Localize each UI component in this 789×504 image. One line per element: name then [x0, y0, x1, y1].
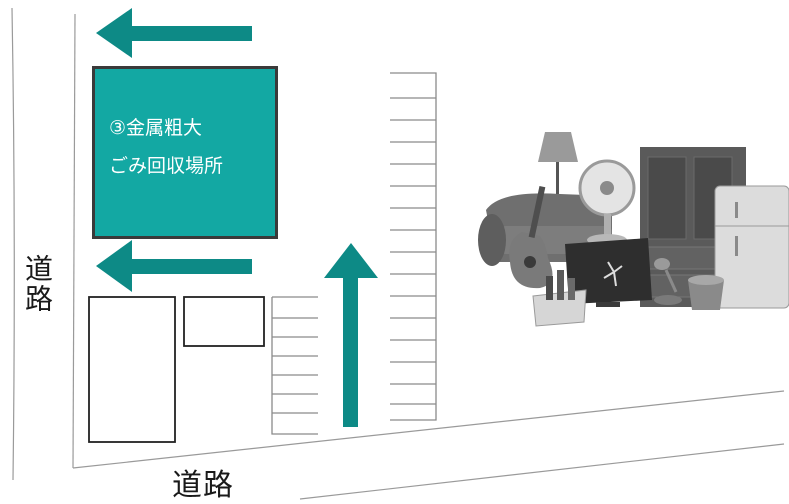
building-outline-large [88, 296, 176, 443]
bulky-waste-illustration [478, 132, 789, 327]
collection-site-label: ③金属粗大 ごみ回収場所 [109, 109, 223, 185]
bottom-road-edge-inner [72, 390, 785, 469]
arrow-left-top [96, 8, 252, 58]
collection-site-box [92, 66, 278, 239]
desk-lamp-icon [654, 258, 682, 305]
broken-tv-icon [565, 238, 652, 307]
collection-site-label-area: ③金属粗大 ごみ回収場所 [93, 67, 277, 238]
refrigerator-icon [714, 185, 789, 309]
rack-small [271, 296, 318, 435]
road-edge-inner [72, 13, 76, 469]
road-edge-outer [11, 7, 15, 481]
guitar-icon [509, 185, 553, 289]
collection-site-title: ③金属粗大 [109, 117, 203, 139]
road-label-left: 道路 [21, 254, 54, 314]
collection-site-subtitle: ごみ回収場所 [109, 155, 224, 177]
bucket-icon [688, 275, 724, 310]
building-outline-small [183, 296, 265, 347]
electric-fan-icon [578, 159, 636, 246]
arrow-left-lower [96, 240, 252, 292]
rack-tall [390, 72, 437, 421]
floor-lamp-icon [538, 132, 578, 194]
bottles-icon [532, 270, 587, 327]
road-label-bottom: 道路 [172, 468, 234, 503]
arrow-up [324, 243, 378, 427]
bottom-road-edge-outer [299, 443, 785, 500]
